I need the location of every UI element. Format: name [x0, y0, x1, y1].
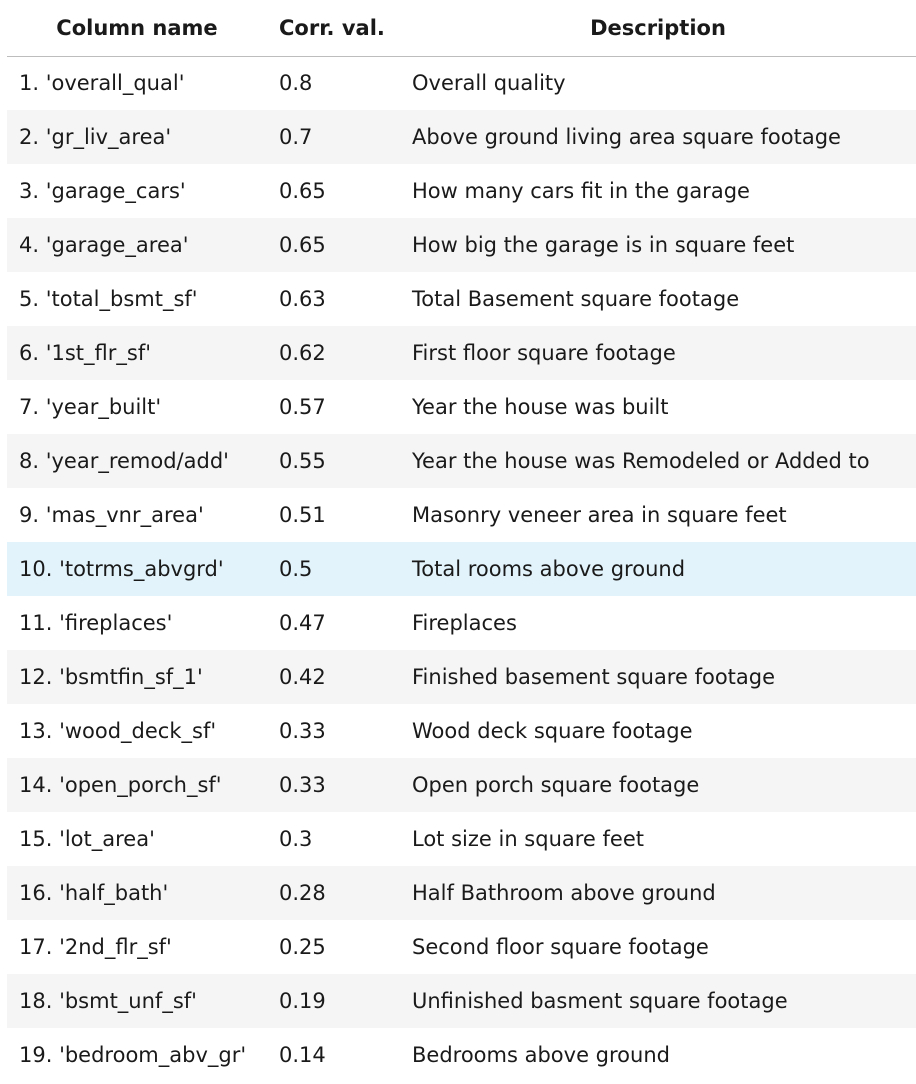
cell-description: How many cars fit in the garage	[412, 179, 750, 203]
header-column-name[interactable]: Column name	[7, 0, 267, 57]
table-row[interactable]: 18. 'bsmt_unf_sf' 0.19 Unfinished basment …	[7, 974, 916, 1028]
correlation-table-container: Column name Corr. val. Description 1. 'o…	[7, 0, 916, 1082]
table-row[interactable]: 5. 'total_bsmt_sf' 0.63 Total Basement squ…	[7, 272, 916, 326]
table-row[interactable]: 12. 'bsmtfin_sf_1' 0.42 Finished basement …	[7, 650, 916, 704]
cell-corr-val: 0.57	[279, 395, 326, 419]
header-row: Column name Corr. val. Description	[7, 0, 916, 57]
cell-corr-val: 0.3	[279, 827, 313, 851]
cell-corr-val: 0.7	[279, 125, 313, 149]
cell-column-name: 4. 'garage_area'	[19, 233, 189, 257]
cell-corr-val: 0.65	[279, 233, 326, 257]
cell-corr-val: 0.5	[279, 557, 313, 581]
cell-description: Half Bathroom above ground	[412, 881, 716, 905]
cell-column-name: 14. 'open_porch_sf'	[19, 773, 222, 797]
cell-description: Lot size in square feet	[412, 827, 644, 851]
table-row[interactable]: 17. '2nd_flr_sf' 0.25 Second floor square …	[7, 920, 916, 974]
cell-column-name: 16. 'half_bath'	[19, 881, 169, 905]
cell-description: Above ground living area square footage	[412, 125, 841, 149]
cell-description: Masonry veneer area in square feet	[412, 503, 787, 527]
table-row[interactable]: 6. '1st_flr_sf' 0.62 First floor square fo…	[7, 326, 916, 380]
cell-corr-val: 0.14	[279, 1043, 326, 1067]
cell-corr-val: 0.28	[279, 881, 326, 905]
cell-description: Second floor square footage	[412, 935, 709, 959]
table-row[interactable]: 14. 'open_porch_sf' 0.33 Open porch square…	[7, 758, 916, 812]
table-row[interactable]: 9. 'mas_vnr_area' 0.51 Masonry veneer area…	[7, 488, 916, 542]
cell-description: Unfinished basment square footage	[412, 989, 788, 1013]
table-row[interactable]: 16. 'half_bath' 0.28 Half Bathroom above g…	[7, 866, 916, 920]
table-row[interactable]: 1. 'overall_qual' 0.8 Overall quality	[7, 56, 916, 110]
table-row[interactable]: 3. 'garage_cars' 0.65 How many cars fit in…	[7, 164, 916, 218]
table-row[interactable]: 7. 'year_built' 0.57 Year the house was bu…	[7, 380, 916, 434]
cell-column-name: 17. '2nd_flr_sf'	[19, 935, 172, 959]
cell-column-name: 13. 'wood_deck_sf'	[19, 719, 217, 743]
table-row[interactable]: 4. 'garage_area' 0.65 How big the garage i…	[7, 218, 916, 272]
cell-corr-val: 0.47	[279, 611, 326, 635]
cell-description: First floor square footage	[412, 341, 676, 365]
correlation-table: Column name Corr. val. Description 1. 'o…	[7, 0, 916, 1082]
table-row[interactable]: 10. 'totrms_abvgrd' 0.5 Total rooms above …	[7, 542, 916, 596]
table-row[interactable]: 15. 'lot_area' 0.3 Lot size in square feet	[7, 812, 916, 866]
table-body: 1. 'overall_qual' 0.8 Overall quality 2. 'g…	[7, 56, 916, 1082]
cell-corr-val: 0.42	[279, 665, 326, 689]
cell-description: Finished basement square footage	[412, 665, 776, 689]
cell-column-name: 15. 'lot_area'	[19, 827, 155, 851]
cell-description: Bedrooms above ground	[412, 1043, 670, 1067]
cell-column-name: 18. 'bsmt_unf_sf'	[19, 989, 197, 1013]
cell-corr-val: 0.62	[279, 341, 326, 365]
cell-description: Fireplaces	[412, 611, 517, 635]
cell-description: Year the house was Remodeled or Added to	[412, 449, 870, 473]
table-row[interactable]: 13. 'wood_deck_sf' 0.33 Wood deck square f…	[7, 704, 916, 758]
cell-description: Overall quality	[412, 71, 566, 96]
cell-column-name: 9. 'mas_vnr_area'	[19, 503, 204, 527]
header-description[interactable]: Description	[400, 0, 916, 57]
cell-corr-val: 0.8	[279, 71, 313, 96]
cell-column-name: 10. 'totrms_abvgrd'	[19, 557, 224, 581]
cell-column-name: 6. '1st_flr_sf'	[19, 341, 151, 365]
cell-column-name: 5. 'total_bsmt_sf'	[19, 287, 198, 311]
cell-corr-val: 0.25	[279, 935, 326, 959]
cell-corr-val: 0.33	[279, 773, 326, 797]
cell-column-name: 1. 'overall_qual'	[19, 71, 185, 96]
table-row[interactable]: 2. 'gr_liv_area' 0.7 Above ground living a…	[7, 110, 916, 164]
cell-corr-val: 0.19	[279, 989, 326, 1013]
cell-column-name: 8. 'year_remod/add'	[19, 449, 229, 473]
cell-column-name: 12. 'bsmtfin_sf_1'	[19, 665, 203, 689]
cell-corr-val: 0.65	[279, 179, 326, 203]
cell-column-name: 7. 'year_built'	[19, 395, 162, 419]
header-corr-val[interactable]: Corr. val.	[267, 0, 400, 57]
table-header: Column name Corr. val. Description	[7, 0, 916, 57]
cell-column-name: 2. 'gr_liv_area'	[19, 125, 172, 149]
cell-description: Total Basement square footage	[412, 287, 740, 311]
cell-description: Wood deck square footage	[412, 719, 693, 743]
cell-description: Total rooms above ground	[412, 557, 686, 581]
table-row[interactable]: 8. 'year_remod/add' 0.55 Year the house wa…	[7, 434, 916, 488]
cell-description: Year the house was built	[412, 395, 669, 419]
cell-corr-val: 0.63	[279, 287, 326, 311]
cell-description: How big the garage is in square feet	[412, 233, 795, 257]
cell-corr-val: 0.51	[279, 503, 326, 527]
cell-corr-val: 0.33	[279, 719, 326, 743]
cell-column-name: 11. 'fireplaces'	[19, 611, 173, 635]
cell-column-name: 19. 'bedroom_abv_gr'	[19, 1043, 247, 1067]
table-row[interactable]: 11. 'fireplaces' 0.47 Fireplaces	[7, 596, 916, 650]
cell-corr-val: 0.55	[279, 449, 326, 473]
table-row[interactable]: 19. 'bedroom_abv_gr' 0.14 Bedrooms above g…	[7, 1028, 916, 1082]
cell-column-name: 3. 'garage_cars'	[19, 179, 186, 203]
cell-description: Open porch square footage	[412, 773, 700, 797]
